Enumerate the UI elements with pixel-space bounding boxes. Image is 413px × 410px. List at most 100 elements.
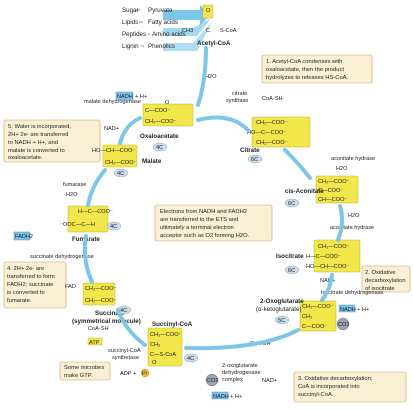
center-line-1: Electrons from NADH and FADH2 [160,209,247,215]
enzyme-oxoglutarate-1: 2-oxoglutarate [222,363,258,369]
svg-text:C—COO⁻: C—COO⁻ [318,188,343,194]
input-lipids: Lipids [122,19,138,26]
note-1-line-2: oxaloacetate, then the product [266,67,344,73]
input-pyruvate: Pyruvate [148,7,173,14]
input-fatty-acids: Fatty acids [148,19,178,26]
carbon-oxoglutarate: 5C [278,318,285,324]
acetyl-scoa: S-CoA [220,28,237,34]
h2o-2: H2O [336,166,348,172]
oxoglutarate-label-1: 2-Oxoglutarate [260,298,304,305]
note-4-line-1: 4. 2H+ 2e- are [7,266,44,272]
arrow-oxoglutarate-succinyl [184,328,300,351]
nadh-highlight-2 [211,391,229,400]
nad-oxoglutarate: NAD+ [262,378,277,384]
carbon-oxaloacetate: 4C [156,145,163,151]
note-4-line-5: fumarate. [7,298,32,304]
carbon-badge-fumarate [106,221,122,231]
cis-aconitate: CH₂—COO⁻ C—COO⁻ CH—COO⁻ cis-Aconitate 6C [284,175,359,208]
h-2: + H+ [230,394,242,400]
enzyme-aconitate-2: aconitate hydrase [330,225,374,231]
nadh-1: NADH [340,307,356,313]
fad: FAD [65,284,76,290]
svg-text:H—C—COO⁻: H—C—COO⁻ [78,209,113,215]
input-sugar: Sugar [122,7,139,14]
svg-text:CH₂—COO⁻: CH₂—COO⁻ [256,120,288,126]
arrow-oxalo-citrate [196,115,250,132]
note-4-line-2: transferred to form [7,274,55,280]
arrow-fumarate-malate [86,168,107,207]
note-1-line-1: 1. Acetyl-CoA condenses with [266,59,342,65]
note-step-3: 3. Oxidative decarboxylation; CoA is inc… [293,371,407,403]
input-arrow-head [163,5,211,25]
note-5-line-1: 5. Water is incorporated, [8,124,71,130]
note-3-line-3: succinyl-CoA. [298,392,334,398]
input-amino-acids: Amino acids [152,31,186,38]
svg-text:C—COO⁻: C—COO⁻ [145,108,170,114]
enzyme-succinyl-synth-1: succinyl-CoA [108,348,141,354]
note-step-5: 5. Water is incorporated, 2H+ 2e- are tr… [3,119,101,163]
arrow-citrate-aconitate [283,148,312,180]
svg-text:CH₂—COO⁻: CH₂—COO⁻ [318,244,350,250]
note-2-line-1: 2. Oxidative [365,270,396,276]
cycle-arrows [82,46,345,351]
center-electron-note: Electrons from NADH and FADH2 are transf… [154,204,273,242]
succinate: CH₂—COO⁻ CH₂—COO⁻ Succinate (symmetrical… [72,282,141,325]
note-5-line-5: oxaloacetate. [8,155,43,161]
pi: Pi [142,371,147,377]
svg-text:CH₂—COO⁻: CH₂—COO⁻ [145,119,177,125]
nadh-highlight-3 [115,91,134,101]
arrow-succinate-fumarate [82,234,94,284]
svg-text:⁻OOC—C—H: ⁻OOC—C—H [60,222,95,228]
coash-1: CoA-SH [262,96,283,102]
note-gtp-line-1: Some microbes [64,365,104,371]
note-4-line-3: FADH2; succinate [7,282,53,288]
co2-2: CO2 [207,378,219,384]
arrow-acetyl-citrate [196,46,208,107]
succinate-label-2: (symmetrical molecule) [72,318,141,325]
citrate: CH₂—COO⁻ HO—C—COO⁻ CH₂—COO⁻ Citrate 6C [240,116,311,164]
h2o-3: H2O [348,213,360,219]
note-gtp: Some microbes make GTP. [59,361,111,381]
arrow-malate-oxalo [118,116,142,145]
input-small-arrows [136,9,150,47]
input-left: Sugar Lipids Peptides Lignin [122,7,146,50]
svg-text:HO—CH—COO⁻: HO—CH—COO⁻ [92,148,135,154]
citrate-label: Citrate [240,147,260,154]
arrow-aconitate-isocitrate [336,204,345,242]
note-2-line-2: decarboxylation [365,278,406,284]
atp: ATP [89,340,100,346]
nadh-2: NADH [213,394,229,400]
succinyl-coa: CH₂—COO⁻ CH₂ C—S-CoA O Succinyl-CoA 4C [147,321,199,367]
fadh2: FADH2 [15,234,33,240]
oxaloacetate: O C—COO⁻ CH₂—COO⁻ Oxaloacetate 4C [140,100,194,152]
note-3-line-1: 3. Oxidative decarboxylation; [298,376,373,382]
svg-text:HO—C—COO⁻: HO—C—COO⁻ [247,130,286,136]
note-5-line-4: malate is converted to [8,148,65,154]
input-phenolics: Phenolics [148,43,175,50]
carbon-fumarate: 4C [110,224,117,230]
carbon-badge-oxaloacetate [152,142,168,152]
carbon-badge-citrate [247,154,263,164]
arrow-succinyl-succinate [116,308,147,347]
svg-text:H—C—COO⁻: H—C—COO⁻ [306,254,341,260]
co2-1: CO2 [338,322,350,328]
svg-text:CH₂—COO⁻: CH₂—COO⁻ [150,332,182,338]
note-4-line-4: is converted to [7,290,45,296]
isocitrate-label: Isocitrate [276,253,304,260]
svg-text:CH₂: CH₂ [302,314,312,320]
cis-aconitate-label: cis-Aconitate [285,188,324,195]
acetyl-coa: O CH3 C S-CoA Acetyl-CoA [182,4,237,47]
atp-highlight [87,337,103,346]
acetyl-ch3: CH3 [182,28,193,34]
svg-text:O: O [152,360,157,366]
svg-text:CH₂: CH₂ [150,342,160,348]
isocitrate: CH₂—COO⁻ H—C—COO⁻ HO—CH—COO⁻ Isocitrate … [276,239,361,275]
enzyme-succinyl-synth-2: synthetase [112,355,139,361]
oxoglutarate-label-2: (α-ketoglutarate) [256,306,302,313]
co2-circle-2 [205,373,219,387]
h2o-4: H2O [66,192,78,198]
acetyl-o: O [206,8,211,14]
center-line-2: are transferred to the ETS and [160,217,238,223]
nad-malate: NAD+ [104,126,119,132]
